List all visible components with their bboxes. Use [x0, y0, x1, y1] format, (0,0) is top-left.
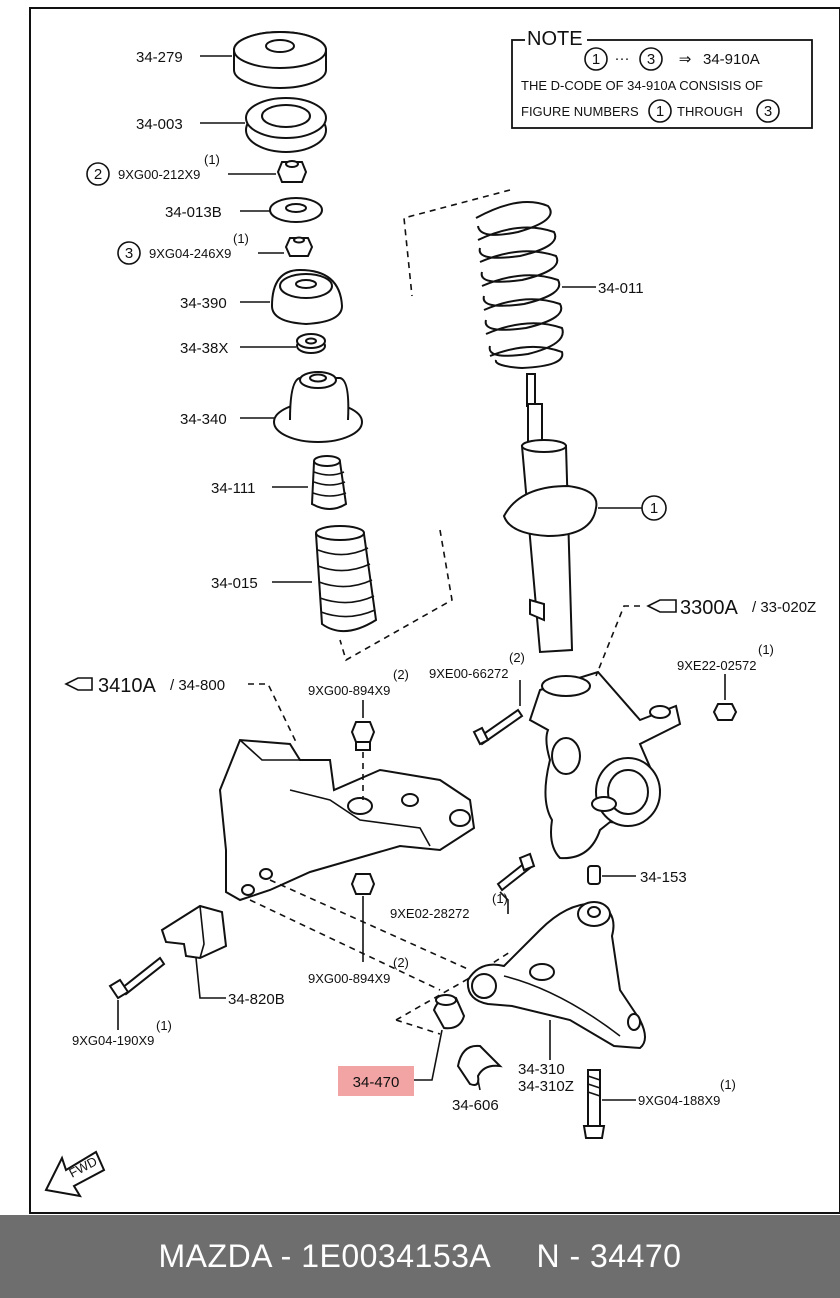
note-arrow: ⇒ [679, 51, 692, 68]
note-dots: ··· [615, 50, 630, 67]
label-circle-3: 3 [125, 245, 133, 262]
label-9xg00-894x9-bottom: 9XG00-894X9 [308, 971, 390, 986]
part-34-015-boot [314, 525, 378, 632]
label-9xg00-212x9-qty: (1) [204, 152, 220, 167]
label-34-310: 34-310 [518, 1061, 565, 1078]
part-9xe02-28272-bolt [496, 852, 536, 892]
part-34-310-control-arm [466, 901, 646, 1050]
footer-part-number: MAZDA - 1E0034153A N - 34470 [158, 1238, 682, 1274]
part-9xg00-212x9-nut [276, 160, 308, 183]
label-34-013b: 34-013B [165, 204, 222, 221]
label-34-153: 34-153 [640, 869, 687, 886]
label-9xg04-188x9: 9XG04-188X9 [638, 1093, 720, 1108]
label-circle-1-strut: 1 [650, 500, 658, 517]
part-9xe22-02572-nut [712, 703, 738, 721]
part-34-340-spring-seat [273, 371, 363, 443]
note-title: NOTE [527, 28, 583, 50]
label-9xg04-246x9: 9XG04-246X9 [149, 246, 231, 261]
part-34-390-mount [270, 268, 344, 326]
label-34-011: 34-011 [598, 280, 644, 297]
note-code: 34-910A [703, 51, 760, 68]
part-34-470-bushing [432, 994, 466, 1030]
part-34-153-bushing [587, 865, 601, 885]
label-34-800: / 34-800 [170, 677, 225, 694]
label-34-279: 34-279 [136, 49, 183, 66]
label-34-003: 34-003 [136, 116, 183, 133]
note-box: NOTE 1 ··· 3 ⇒ 34-910A THE D-CODE OF 34-… [511, 28, 813, 129]
part-34-011-coil-spring [475, 201, 564, 370]
label-3300a: 3300A [680, 597, 738, 619]
label-34-310z: 34-310Z [518, 1078, 574, 1095]
assembly-guide-line [249, 879, 471, 991]
label-34-015: 34-015 [211, 575, 258, 592]
label-34-111: 34-111 [211, 480, 255, 497]
part-9xg00-894x9-top-nut [350, 721, 376, 751]
label-9xe22-02572-qty: (1) [758, 642, 774, 657]
svg-text:1: 1 [656, 103, 664, 120]
label-9xg04-190x9-qty: (1) [156, 1018, 172, 1033]
part-subframe [218, 738, 476, 902]
part-knuckle [528, 670, 682, 860]
highlight-34-470 [338, 1066, 414, 1096]
assembly-guide-line [339, 189, 511, 662]
label-9xg00-212x9: 9XG00-212X9 [118, 167, 200, 182]
part-34-013b-washer [269, 197, 323, 223]
svg-text:3: 3 [764, 103, 772, 120]
parts-diagram: NOTE 1 ··· 3 ⇒ 34-910A THE D-CODE OF 34-… [29, 7, 840, 1214]
note-line-3b: THROUGH [677, 104, 743, 119]
label-9xg04-188x9-qty: (1) [720, 1077, 736, 1092]
fwd-arrow-icon: FWD [44, 1150, 106, 1198]
pointer-hand-icon [64, 677, 93, 691]
note-circle-3: 3 [647, 51, 655, 68]
part-9xg04-188x9-bolt [582, 1069, 606, 1139]
label-9xe02-28272-qty: (1) [492, 891, 508, 906]
part-34-111-bump-stop [310, 455, 348, 510]
note-circle-1: 1 [592, 51, 600, 68]
label-9xe02-28272: 9XE02-28272 [390, 906, 470, 921]
label-33-020z: / 33-020Z [752, 599, 816, 616]
footer-bar: MAZDA - 1E0034153A N - 34470 [0, 1215, 840, 1298]
part-9xg04-190x9-bolt [108, 956, 166, 1000]
pointer-hand-icon [646, 599, 677, 613]
ref-3300a-leader [595, 605, 640, 677]
label-3410a: 3410A [98, 675, 156, 697]
part-34-279-bump-pad [233, 31, 327, 89]
part-9xg04-246x9-nut [284, 236, 314, 257]
part-9xg00-894x9-bottom-nut [350, 873, 376, 895]
label-circle-2: 2 [94, 166, 102, 183]
label-9xg00-894x9-bottom-qty: (2) [393, 955, 409, 970]
label-9xg04-190x9: 9XG04-190X9 [72, 1033, 154, 1048]
label-9xg00-894x9-top-qty: (2) [393, 667, 409, 682]
label-34-820b: 34-820B [228, 991, 285, 1008]
label-34-606: 34-606 [452, 1097, 499, 1114]
part-34-38x-spacer [296, 333, 326, 354]
part-34-003-bearing [245, 97, 327, 153]
label-9xg04-246x9-qty: (1) [233, 231, 249, 246]
part-9xe00-66272-bolt [472, 708, 524, 746]
label-9xg00-894x9-top: 9XG00-894X9 [308, 683, 390, 698]
label-34-38x: 34-38X [180, 340, 228, 357]
note-line-2: THE D-CODE OF 34-910A CONSISIS OF [521, 78, 763, 93]
ref-3410a-leader [248, 683, 297, 743]
part-34-606-clip [456, 1044, 503, 1086]
part-34-820b-bracket [160, 904, 228, 960]
label-34-470[interactable]: 34-470 [353, 1074, 400, 1091]
diagram-frame [29, 7, 840, 1214]
label-34-340: 34-340 [180, 411, 227, 428]
part-strut-assembly [502, 373, 598, 654]
label-9xe00-66272-qty: (2) [509, 650, 525, 665]
label-34-390: 34-390 [180, 295, 227, 312]
label-9xe22-02572: 9XE22-02572 [677, 658, 757, 673]
note-line-3a: FIGURE NUMBERS [521, 104, 639, 119]
label-9xe00-66272: 9XE00-66272 [429, 666, 509, 681]
